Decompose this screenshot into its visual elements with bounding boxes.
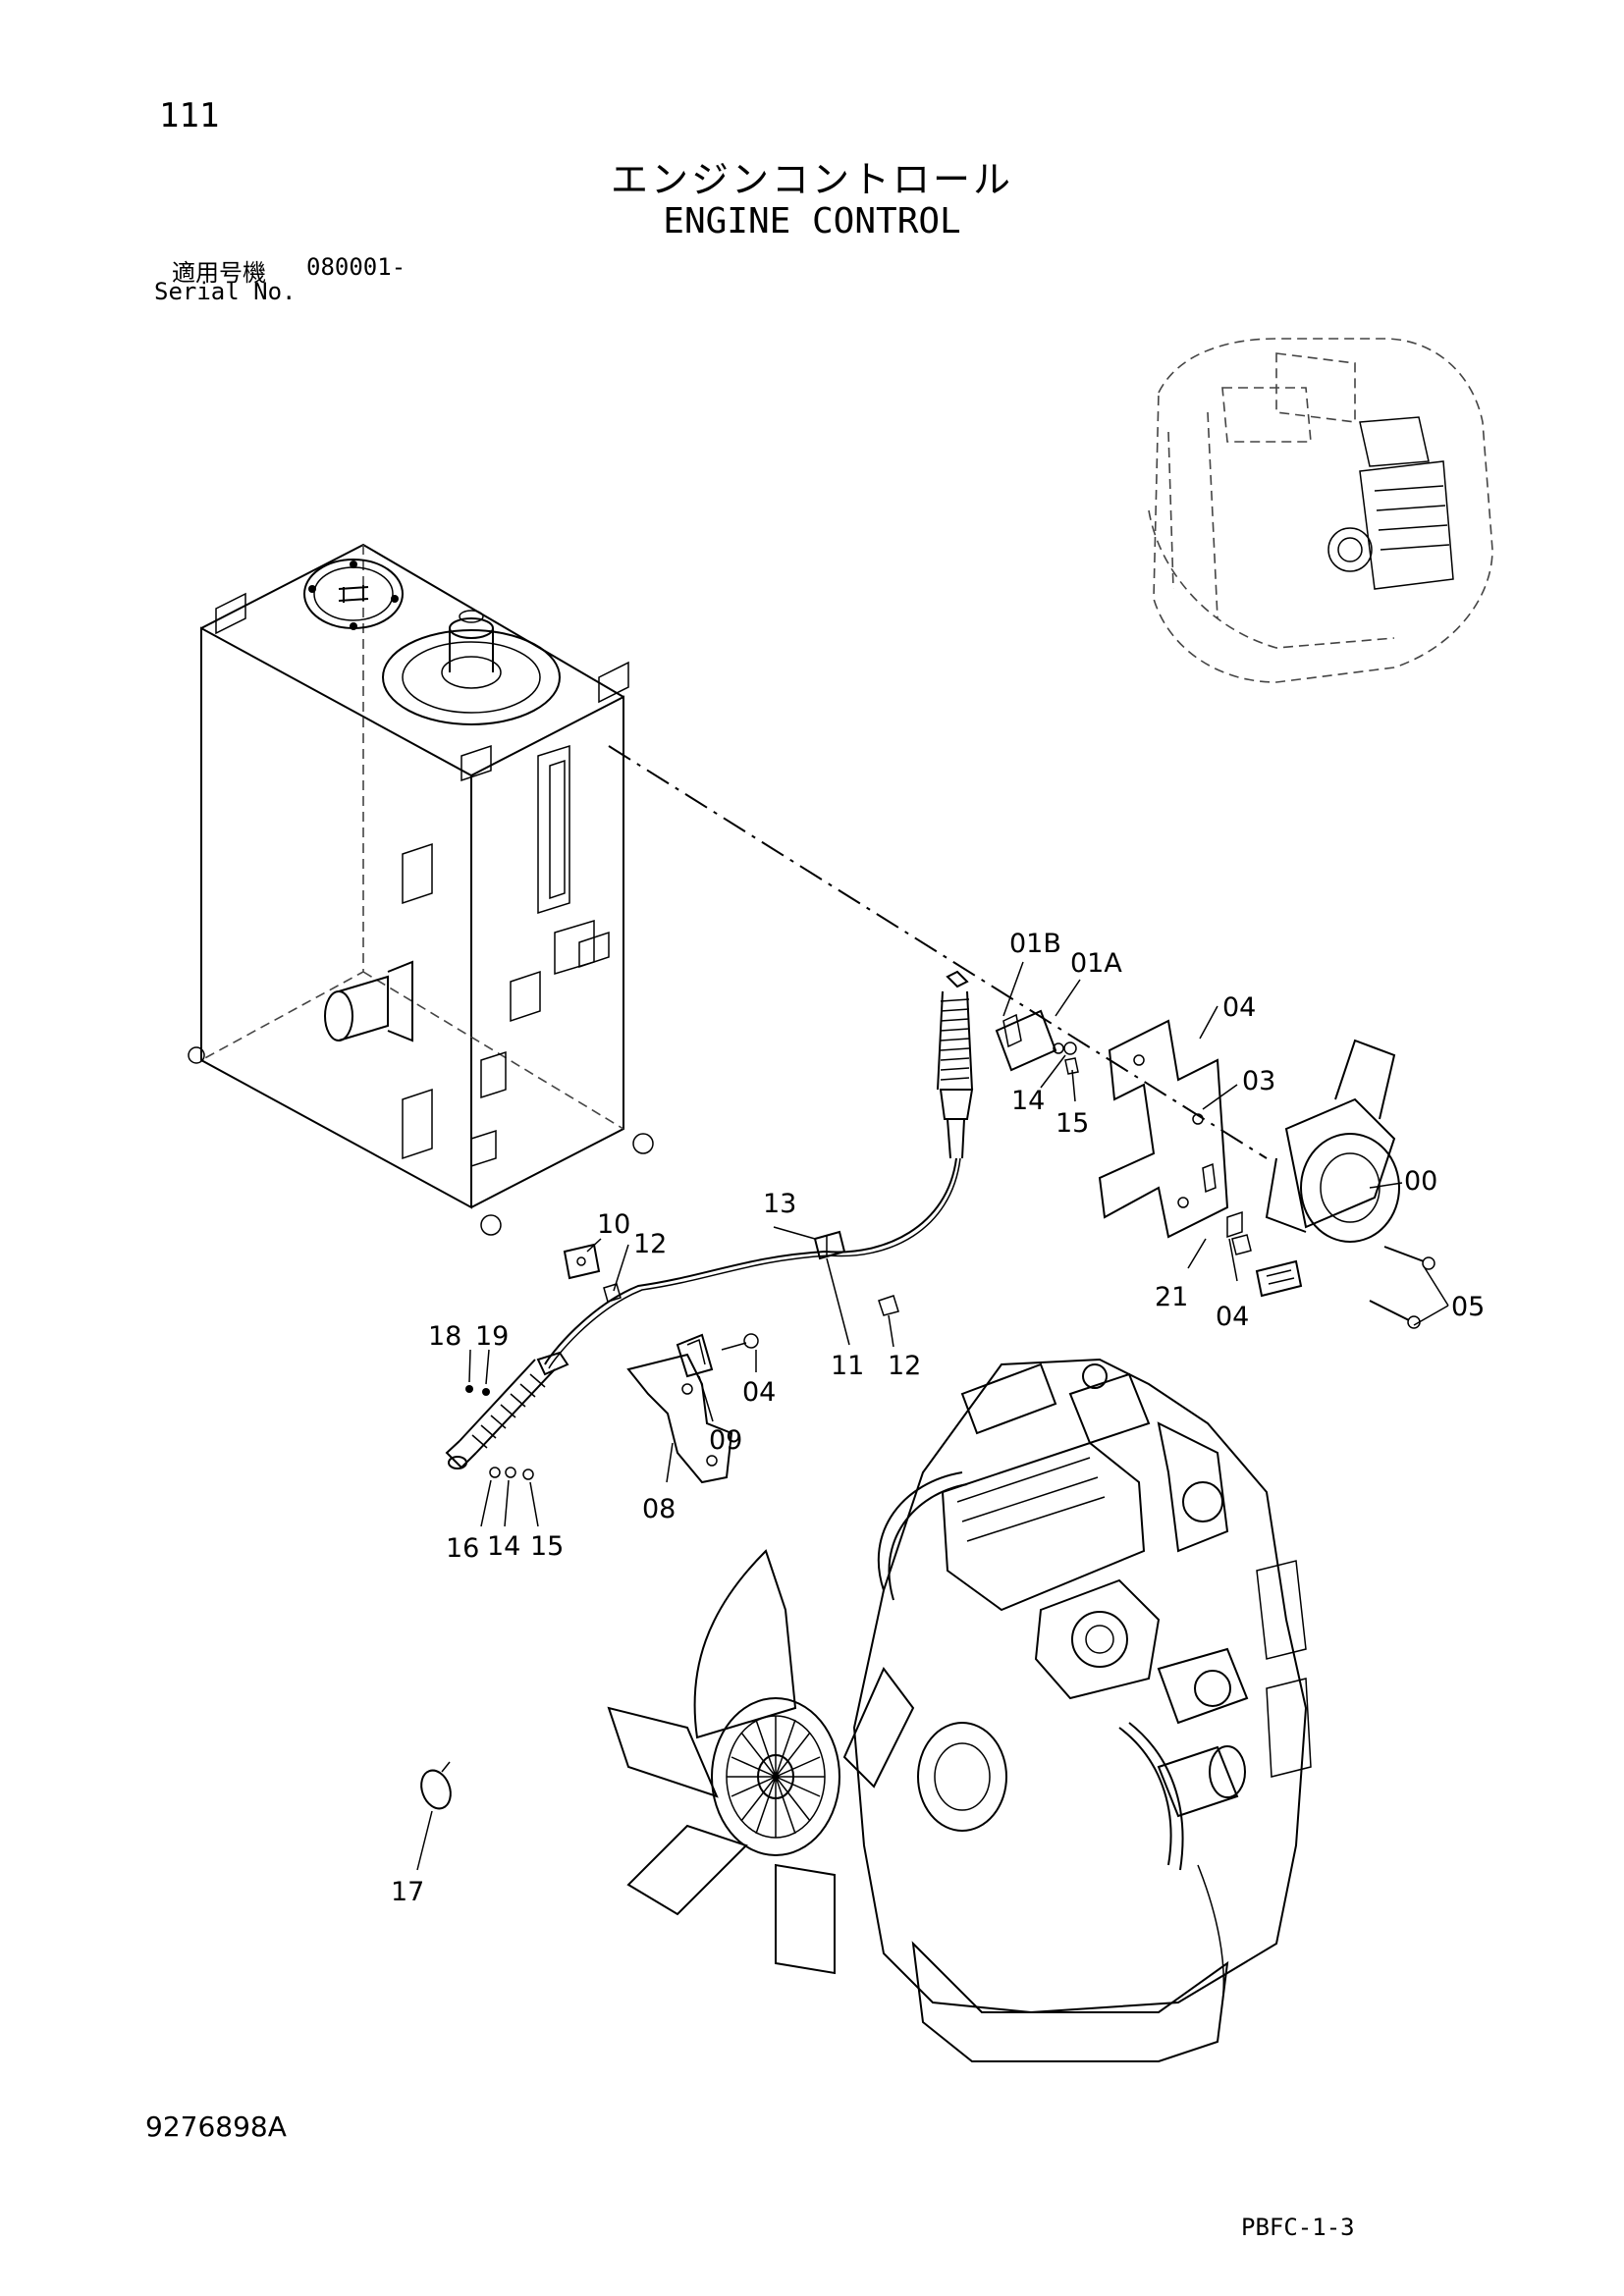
callout-04: 04 (1216, 1302, 1249, 1332)
serial-label-japanese: 適用号機 (172, 259, 266, 287)
callout-00: 00 (1404, 1166, 1437, 1197)
callout-14: 14 (1011, 1086, 1045, 1116)
callout-11: 11 (831, 1351, 864, 1381)
page-code: PBFC-1-3 (1241, 2214, 1355, 2241)
callout-08: 08 (642, 1494, 676, 1524)
callout-labels: 01B 01A 04 03 14 15 00 13 10 12 21 04 05… (391, 929, 1485, 1907)
callout-15: 15 (530, 1531, 564, 1562)
callout-01A: 01A (1070, 948, 1122, 979)
clip-17 (420, 1761, 452, 1810)
motor-bracket-03 (1098, 1019, 1229, 1239)
small-bracket-10 (563, 1234, 1252, 1316)
page-title-english: ENGINE CONTROL (663, 201, 961, 241)
callout-01B: 01B (1009, 929, 1061, 959)
hydraulic-tank (188, 543, 654, 1236)
callout-10: 10 (597, 1209, 630, 1240)
callout-15: 15 (1056, 1108, 1089, 1139)
accelerator-motor-00 (1226, 1039, 1435, 1329)
leader-lines (416, 961, 1449, 1871)
callout-12: 12 (888, 1351, 921, 1381)
serial-label-english: Serial No. (154, 278, 297, 305)
callout-05: 05 (1451, 1292, 1485, 1322)
serial-range: 080001- (306, 253, 406, 281)
callout-04: 04 (742, 1377, 776, 1408)
cable-end-bracket-01 (937, 970, 1079, 1159)
callout-16: 16 (446, 1533, 479, 1564)
callout-18: 18 (428, 1321, 461, 1352)
throttle-cable-13 (445, 1157, 961, 1469)
engine-assembly (607, 1358, 1312, 2062)
drawing-number: 9276898A (145, 2110, 287, 2143)
alignment-centerline (608, 745, 1268, 1159)
page-title-japanese: エンジンコントロール (610, 158, 1013, 201)
callout-03: 03 (1242, 1066, 1275, 1096)
machine-locator-inset (1148, 338, 1493, 683)
callout-17: 17 (391, 1877, 424, 1907)
callout-14: 14 (487, 1531, 520, 1562)
page-number: 111 (159, 96, 220, 135)
callout-12: 12 (633, 1229, 667, 1259)
callout-19: 19 (475, 1321, 509, 1352)
callout-21: 21 (1155, 1282, 1188, 1312)
callout-13: 13 (763, 1189, 796, 1219)
small-hardware (465, 1042, 1064, 1480)
callout-09: 09 (709, 1425, 742, 1456)
callout-04: 04 (1222, 992, 1256, 1023)
cable-bracket-08 (626, 1333, 759, 1484)
